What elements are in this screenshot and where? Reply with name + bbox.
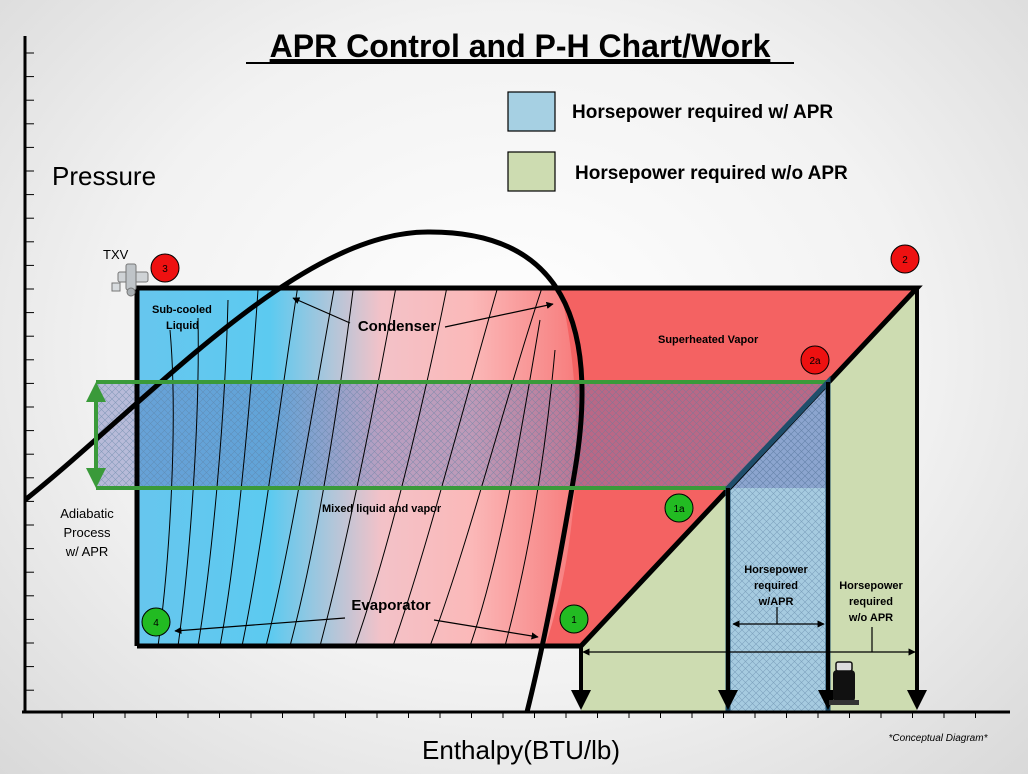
svg-text:1a: 1a [673, 504, 685, 515]
state-point-3: 3 [150, 253, 180, 283]
evaporator-label: Evaporator [351, 597, 430, 614]
x-axis-ticks [61, 712, 976, 718]
adiabatic-label-2: Process [64, 525, 111, 540]
annotation-arrows [174, 297, 554, 640]
svg-text:4: 4 [153, 618, 159, 629]
state-point-1a: 1a [664, 493, 694, 523]
mixed-label: Mixed liquid and vapor [322, 503, 442, 515]
x-axis-label: Enthalpy(BTU/lb) [422, 735, 620, 765]
hp-without-apr-label-2: required [849, 596, 893, 608]
legend-label-with-apr: Horsepower required w/ APR [572, 102, 833, 123]
adiabatic-label-1: Adiabatic [60, 506, 114, 521]
hp-with-apr-label-3: w/APR [758, 596, 794, 608]
subcooled-label-2: Liquid [166, 320, 199, 332]
chart-title: APR Control and P-H Chart/Work [270, 28, 771, 64]
legend-swatch-with-apr [507, 91, 556, 132]
subcooled-label-1: Sub-cooled [152, 304, 212, 316]
adiabatic-label-3: w/ APR [65, 544, 109, 559]
condenser-label: Condenser [358, 318, 437, 335]
svg-text:2a: 2a [809, 356, 821, 367]
state-point-2a: 2a [800, 345, 830, 375]
state-point-2: 2 [890, 244, 920, 274]
state-point-4: 4 [141, 607, 171, 637]
conceptual-note: *Conceptual Diagram* [889, 733, 989, 744]
legend: Horsepower required w/ APR Horsepower re… [507, 91, 848, 192]
legend-label-without-apr: Horsepower required w/o APR [575, 163, 848, 184]
state-point-1: 1 [559, 604, 589, 634]
svg-text:1: 1 [571, 615, 577, 626]
saturation-dome [23, 229, 585, 713]
enthalpy-drop-arrows [571, 288, 927, 710]
legend-swatch-without-apr [507, 151, 556, 192]
compressor-icon [829, 661, 859, 705]
svg-text:2: 2 [902, 255, 908, 266]
y-axis-label: Pressure [52, 161, 156, 191]
hp-with-apr-label-2: required [754, 580, 798, 592]
region-fills [96, 288, 917, 712]
superheated-label: Superheated Vapor [658, 334, 759, 346]
apr-band-lines [86, 380, 828, 490]
work-arrows [582, 607, 916, 656]
hp-with-apr-label-1: Horsepower [744, 564, 808, 576]
hp-without-apr-label-1: Horsepower [839, 580, 903, 592]
y-axis-ticks [25, 52, 34, 691]
txv-label: TXV [103, 247, 129, 262]
txv-valve-icon [111, 263, 149, 297]
hp-without-apr-label-3: w/o APR [848, 612, 893, 624]
svg-text:3: 3 [162, 264, 168, 275]
axes [22, 36, 1010, 718]
